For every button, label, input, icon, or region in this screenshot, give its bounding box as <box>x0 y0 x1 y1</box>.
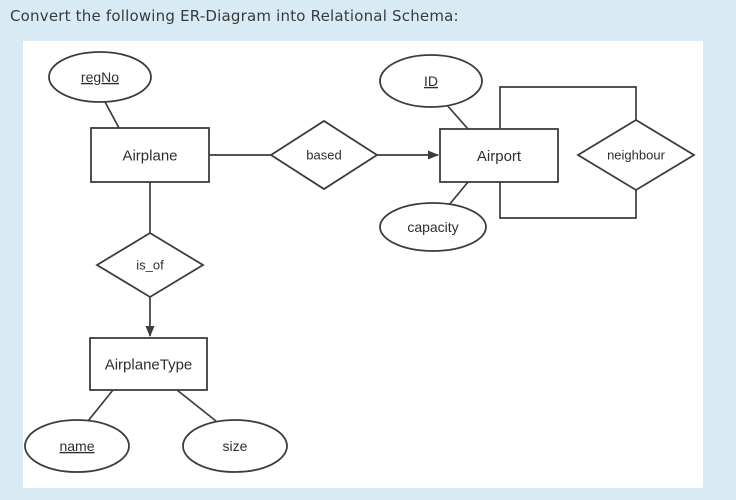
connector-regno-to-airplane <box>103 99 120 129</box>
attribute-id: ID <box>379 54 483 108</box>
attribute-regno-label: regNo <box>81 69 119 85</box>
attribute-id-ellipse <box>379 54 483 108</box>
entity-airplane: Airplane <box>90 127 210 183</box>
attribute-regno: regNo <box>48 51 152 103</box>
entity-airplane-box <box>90 127 210 183</box>
relationship-is_of-diamond <box>95 231 205 299</box>
attribute-capacity-ellipse <box>379 202 487 252</box>
relationship-is_of-label: is_of <box>136 258 164 273</box>
connector-airport-to-neighbour-bottom <box>499 182 637 219</box>
entity-airport: Airport <box>439 128 559 183</box>
connector-airplanetype-to-size <box>176 389 217 422</box>
entity-airport-box <box>439 128 559 183</box>
entity-airplane-label: Airplane <box>122 147 177 164</box>
relationship-based-diamond <box>269 119 379 191</box>
connector-airport-to-neighbour-top <box>499 86 637 128</box>
attribute-size-ellipse <box>182 419 288 473</box>
connector-airplanetype-to-name <box>87 389 114 422</box>
attribute-id-label: ID <box>424 73 438 89</box>
attribute-regno-ellipse <box>48 51 152 103</box>
entity-airport-label: Airport <box>477 148 522 165</box>
page-title: Convert the following ER-Diagram into Re… <box>10 7 459 25</box>
attribute-capacity: capacity <box>379 202 487 252</box>
connector-id-to-airport <box>445 103 469 130</box>
attribute-size-label: size <box>223 438 248 454</box>
attribute-name-ellipse <box>24 419 130 473</box>
attribute-capacity-label: capacity <box>407 219 458 235</box>
relationship-based: based <box>269 119 379 191</box>
relationship-neighbour-label: neighbour <box>607 148 665 163</box>
entity-airplanetype-box <box>89 337 208 391</box>
attribute-size: size <box>182 419 288 473</box>
relationship-neighbour-diamond <box>576 118 696 192</box>
connector-layer <box>87 86 637 422</box>
entity-airplanetype: AirplaneType <box>89 337 208 391</box>
entity-airplanetype-label: AirplaneType <box>105 356 193 373</box>
attribute-name-label: name <box>59 438 94 454</box>
relationship-based-label: based <box>306 148 341 163</box>
relationship-is_of: is_of <box>95 231 205 299</box>
connector-airport-to-capacity <box>448 181 469 206</box>
relationship-neighbour: neighbour <box>576 118 696 192</box>
attribute-name: name <box>24 419 130 473</box>
